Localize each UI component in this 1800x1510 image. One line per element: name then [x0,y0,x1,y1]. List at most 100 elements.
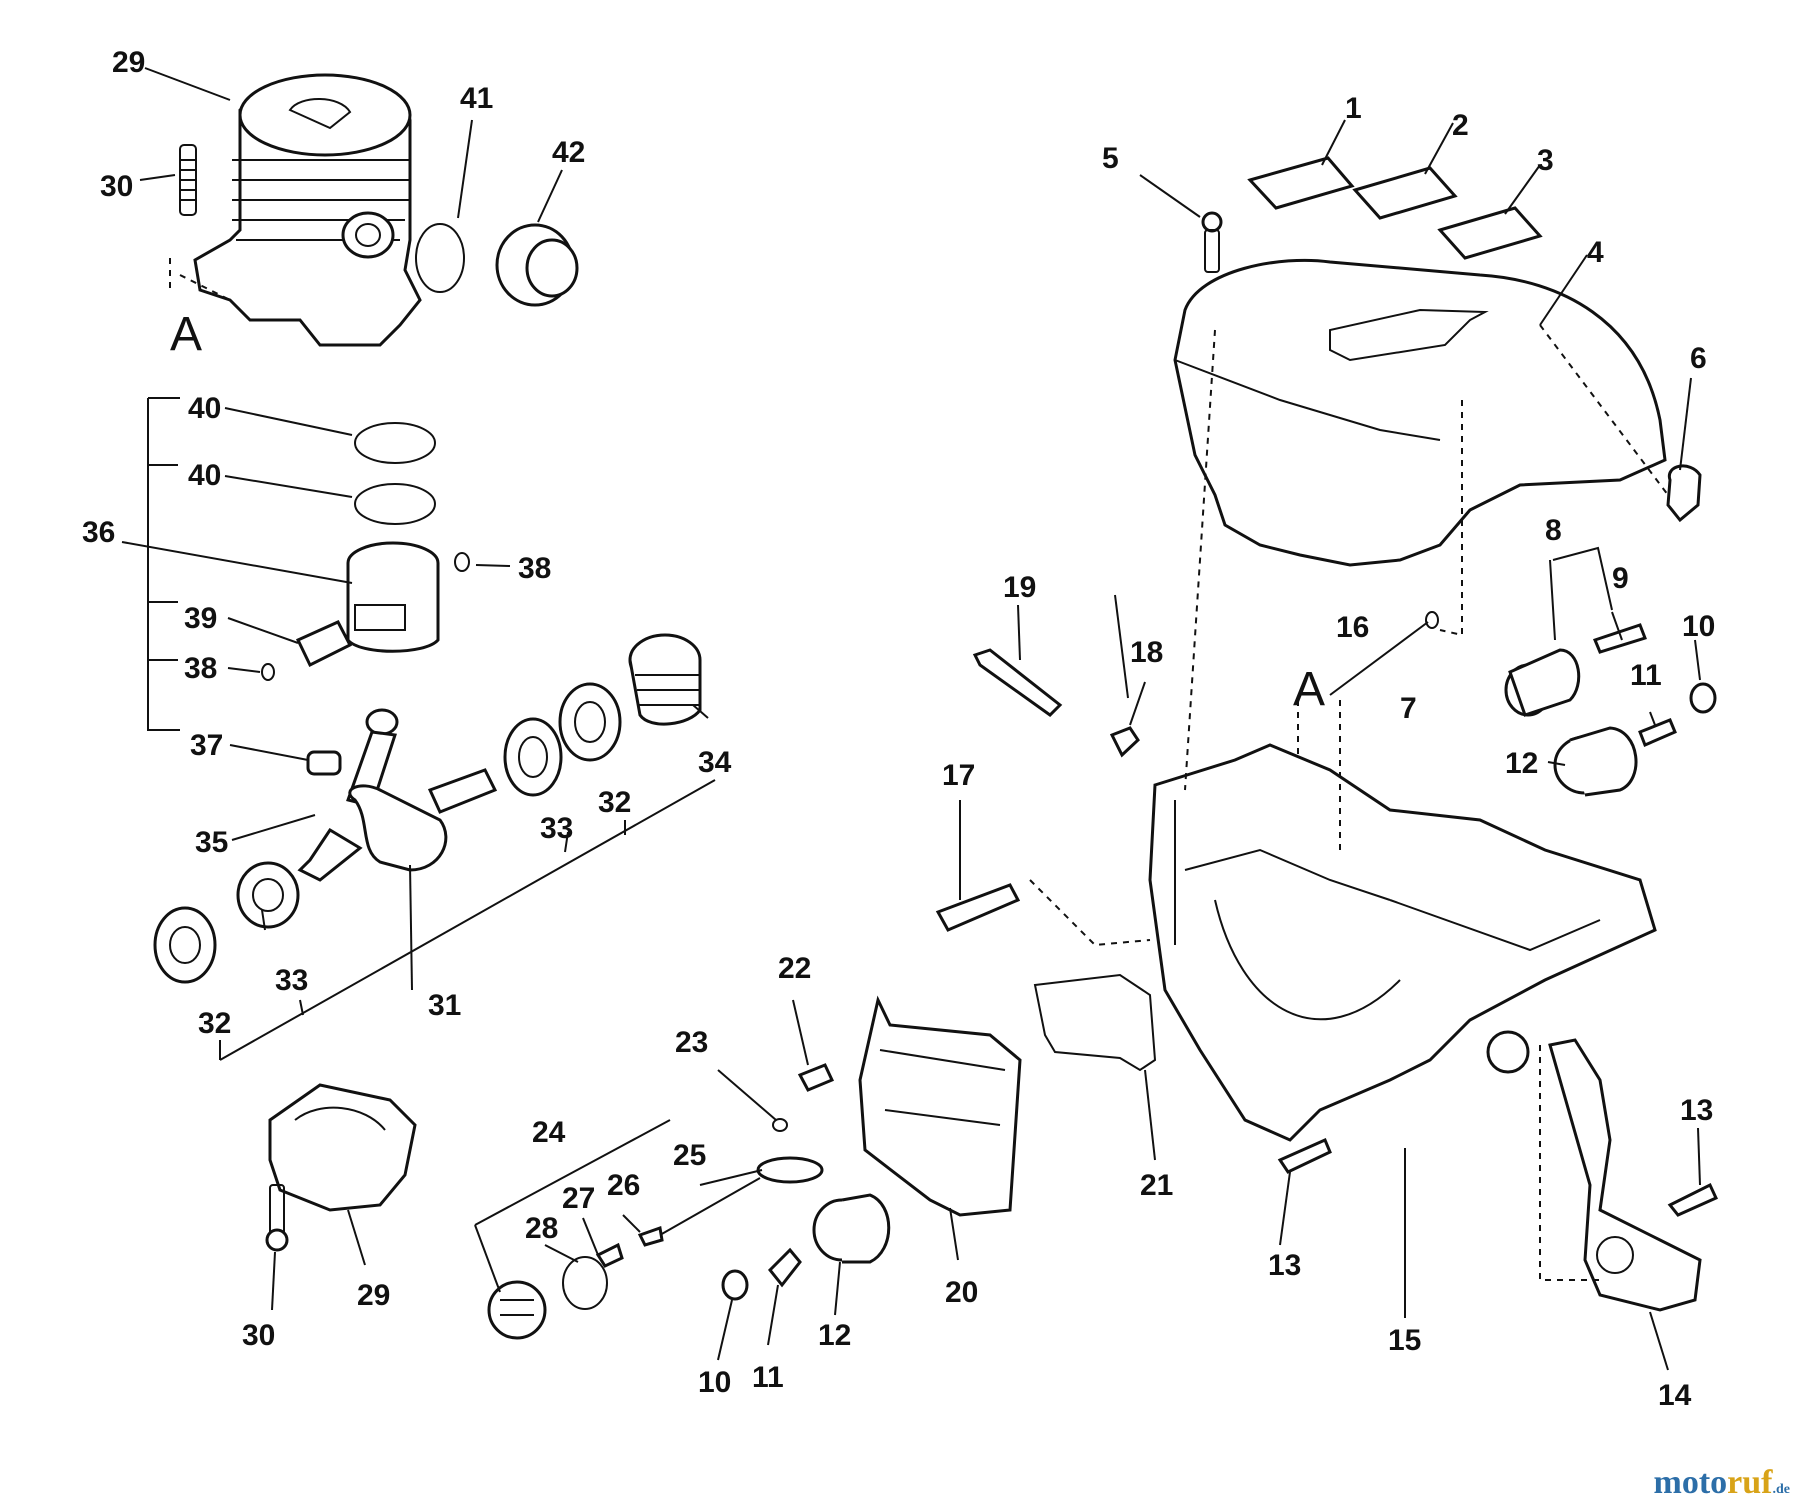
decal-part [1437,206,1543,260]
callout-34: 34 [698,746,732,779]
callout-20: 20 [945,1276,978,1309]
screw-part [767,1247,802,1288]
callout-36: 36 [82,516,115,549]
piston-ring-lower [354,483,436,525]
clip-part [772,1118,788,1132]
main-bearing-part [236,861,300,929]
callout-28: 28 [525,1212,558,1245]
watermark-logo: motoruf.de [1654,1464,1790,1502]
callout-5: 5 [1102,142,1119,175]
callout-14: 14 [1658,1379,1692,1412]
leader-lines [121,67,1701,1371]
callout-24: 24 [532,1116,566,1149]
housing-screw-part [265,1184,289,1252]
av-buffer-part [1504,648,1581,717]
callout-32: 32 [598,786,631,819]
exhaust-gasket-part [415,223,465,293]
small-part [637,1225,664,1247]
plug-part [495,223,579,307]
main-bearing-part [503,717,563,797]
boot-part [628,633,702,726]
screw-part [1592,623,1647,654]
washer-part [1689,682,1717,714]
bolt-part [935,883,1021,932]
callout-38: 38 [518,552,551,585]
side-crankcase-part [858,995,1022,1217]
callout-10: 10 [1682,610,1715,643]
piston-pin-part [295,620,353,668]
callout-2: 2 [1452,109,1469,142]
callout-19: 19 [1003,571,1036,604]
callout-31: 31 [428,989,461,1022]
handle-bracket-part [1548,1038,1702,1312]
bearing-housing-part [268,1083,417,1212]
callout-4: 4 [1587,236,1604,269]
cover-screw-part [1201,211,1223,273]
callout-42: 42 [552,136,585,169]
gear-part [487,1280,547,1340]
o-ring-part [562,1256,608,1310]
top-cover-part [1173,258,1667,567]
callout-21: 21 [1140,1169,1173,1202]
callout-13: 13 [1268,1249,1301,1282]
callout-12: 12 [1505,747,1538,780]
callout-15: 15 [1388,1324,1421,1357]
crankcase-part [1148,743,1657,1142]
callout-6: 6 [1690,342,1707,375]
callout-30: 30 [242,1319,275,1352]
watermark-part-1: moto [1653,1464,1728,1501]
callout-13: 13 [1680,1094,1713,1127]
callout-17: 17 [942,759,975,792]
callout-27: 27 [562,1182,595,1215]
callout-23: 23 [675,1026,708,1059]
callout-37: 37 [190,729,223,762]
callout-32: 32 [198,1007,231,1040]
callout-41: 41 [460,82,493,115]
decal-part [1247,156,1355,210]
washer-part [1425,611,1439,629]
circlip-part [261,663,275,681]
cover-knob-part [1666,464,1702,523]
callout-10: 10 [698,1366,731,1399]
cylinder-part [193,73,422,347]
callout-38: 38 [184,652,217,685]
callout-30: 30 [100,170,133,203]
callout-25: 25 [673,1139,706,1172]
oil-seal-part [558,682,622,762]
callout-8: 8 [1545,514,1562,547]
callout-11: 11 [1630,659,1662,692]
callout-33: 33 [275,964,308,997]
callout-29: 29 [357,1279,390,1312]
callout-11: 11 [752,1361,784,1394]
piston-part [346,541,440,653]
av-buffer-part [1553,726,1638,797]
callout-22: 22 [778,952,811,985]
screw-part [797,1063,835,1092]
crankshaft-part [297,708,498,882]
callout-1: 1 [1345,92,1362,125]
small-part [595,1242,624,1268]
reference-mark-a: A [170,308,202,361]
callout-12: 12 [818,1319,851,1352]
callout-40: 40 [188,459,221,492]
bolt-part [972,648,1063,717]
callout-29: 29 [112,46,145,79]
needle-bearing-part [306,750,342,776]
callout-39: 39 [184,602,217,635]
callout-33: 33 [540,812,573,845]
decal-part [1352,166,1458,220]
callout-18: 18 [1130,636,1163,669]
av-buffer-part [812,1193,891,1264]
callout-7: 7 [1400,692,1417,725]
washer-part [721,1269,749,1301]
circlip-part [454,552,470,572]
callout-26: 26 [607,1169,640,1202]
watermark-part-2: ruf [1727,1464,1773,1501]
callout-labels: 29 30 41 42 A 40 40 36 38 39 38 37 35 34… [82,46,1715,1412]
callout-35: 35 [195,826,228,859]
gasket-part [1033,973,1157,1072]
callout-3: 3 [1537,144,1554,177]
nut-part [1109,726,1140,758]
screw-part [1277,1138,1332,1174]
